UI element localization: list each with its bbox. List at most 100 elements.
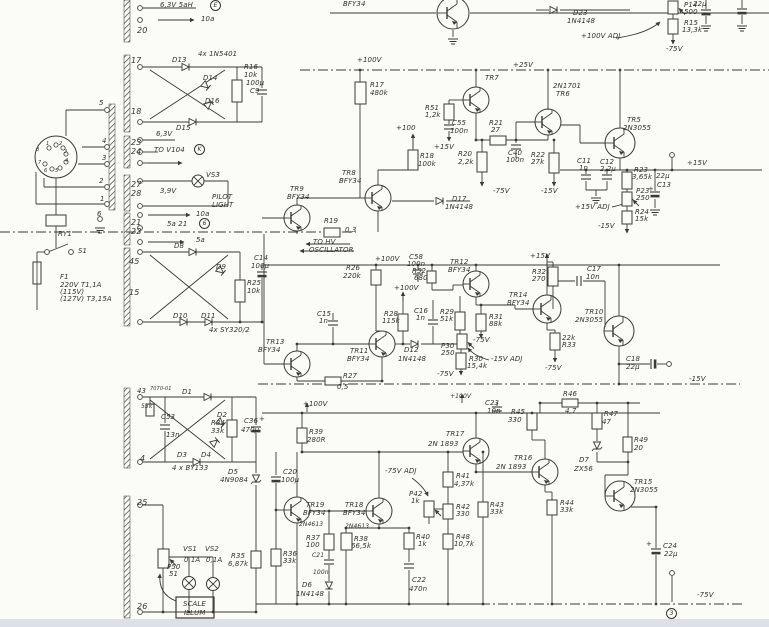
vs3-ref: VS3 [206,171,220,179]
tr8-ref: TR8 [342,169,356,177]
terminal-strip-hatch [123,135,131,169]
terminal-circle [137,609,143,615]
d17-type: 1N4148 [445,203,474,211]
terminal-circle [137,212,143,218]
terminal-strip-hatch [108,103,116,211]
resistor-r52 [426,270,437,284]
r29-val: 51k [440,315,454,323]
capacitor-c20 [271,476,281,483]
transistor-tr19 [283,496,311,524]
resistor-r34 [226,419,238,438]
c40-val: 100n [506,156,525,164]
d12-ref: D12 [404,346,419,354]
r42-val: 330 [456,510,470,518]
note-tohv-2: OSCILLATOR [309,246,354,254]
d6-ref: D6 [302,581,313,589]
p42-ref: P42 [409,490,423,498]
d10-ref: D10 [173,312,188,320]
d12-type: 1N4148 [398,355,427,363]
r21-ref: R21 [489,119,504,127]
p42-val: 1k [411,497,420,505]
c18-val: 22µ [626,363,640,371]
tr18-alt: 2N4613 [345,523,370,530]
r30-ref: R30 [469,355,484,363]
v-75-c: -75V [437,370,454,378]
tr19-ref: TR19 [306,501,325,509]
r26-val: 220k [343,272,361,280]
resistor-r36 [270,548,282,567]
r21-val: 27 [491,126,501,134]
r26-ref: R26 [346,264,361,272]
tr9-ref: TR9 [290,185,304,193]
socket-6: 6 [44,168,48,174]
c20-ref: C20 [283,468,298,476]
terminal-strip-hatch [123,174,131,212]
tr12-ref: TR12 [450,258,469,266]
potentiometer-p50 [157,548,177,569]
transistor-tr10 [603,315,635,347]
r43-ref: R43 [490,501,505,509]
p14-ref: P14 [684,1,698,9]
d1-ref: D1 [182,388,193,396]
resistor-r51 [443,103,455,121]
p50-val: 51 [169,570,179,578]
r36-ref: R36 [283,550,298,558]
r18-val: 100k [418,160,436,168]
d2-ref: D2 [217,411,228,419]
c58-ref: C58 [409,253,424,261]
resistor-r29 [454,311,466,331]
bridge1-type: 4x 1N5401 [198,50,238,58]
tr8-type: BFY34 [339,177,362,185]
r31-ref: R31 [489,313,504,321]
terminal-strip-hatch [123,495,131,619]
capacitor-c16 [428,319,438,325]
tr11-type: BFY34 [347,355,370,363]
ground-icon [448,38,458,45]
f1-line2: 220V T1,1A [60,281,102,289]
p50-ref: P50 [167,563,181,571]
capacitor-c23 [492,406,502,412]
ground-icon [591,197,601,204]
ry1-ref: RY1 [58,230,72,238]
r39-val: 280R [307,436,326,444]
lamp-vs2 [206,577,220,591]
current-5a: 5a [196,236,205,244]
r24-ref: R24 [635,208,650,216]
r17-ref: R17 [370,81,385,89]
pin4: 4 [102,137,107,145]
tr18-ref: TR18 [345,501,364,509]
tr16-type: 2N 1893 [496,463,527,471]
fuse-f1 [32,261,42,285]
d8-ref: D8 [174,242,185,250]
c36-val: 470µ [241,426,260,434]
c36-ref: C36 [244,417,259,425]
terminal-circle [137,249,143,255]
transistor-tr14 [532,294,562,324]
adj-15v: +15V ADJ [575,203,610,211]
terminal-circle [137,149,143,155]
c53-val: 13n [166,431,180,439]
c36-plus: + [259,415,265,423]
rating-5a-21: 5a 21 [167,220,188,228]
terminal-23: 23 [131,138,142,147]
terminal-strip-hatch [123,212,131,246]
tr15-type: 2N3055 [630,486,659,494]
r52-val: 680 [414,274,428,282]
terminal-circle [137,239,143,245]
terminal-circle [137,5,143,11]
tr16-ref: TR16 [514,454,533,462]
adj-100v: +100V ADJ [581,32,621,40]
c24-ref: C24 [663,542,678,550]
terminal-43: 43 [137,387,147,395]
vs2-val: 0,1A [206,556,223,564]
resistor-r21 [489,135,507,146]
c58-val: 100n [407,260,426,268]
d11-ref: D11 [201,312,216,320]
note-43: 7070-01 [150,386,172,392]
p23-ref: P23 [636,187,650,195]
terminal-15: 15 [129,288,140,297]
c40-ref: C40 [508,149,523,157]
r49-val: 20 [634,444,644,452]
d9-ref: D9 [216,263,227,271]
